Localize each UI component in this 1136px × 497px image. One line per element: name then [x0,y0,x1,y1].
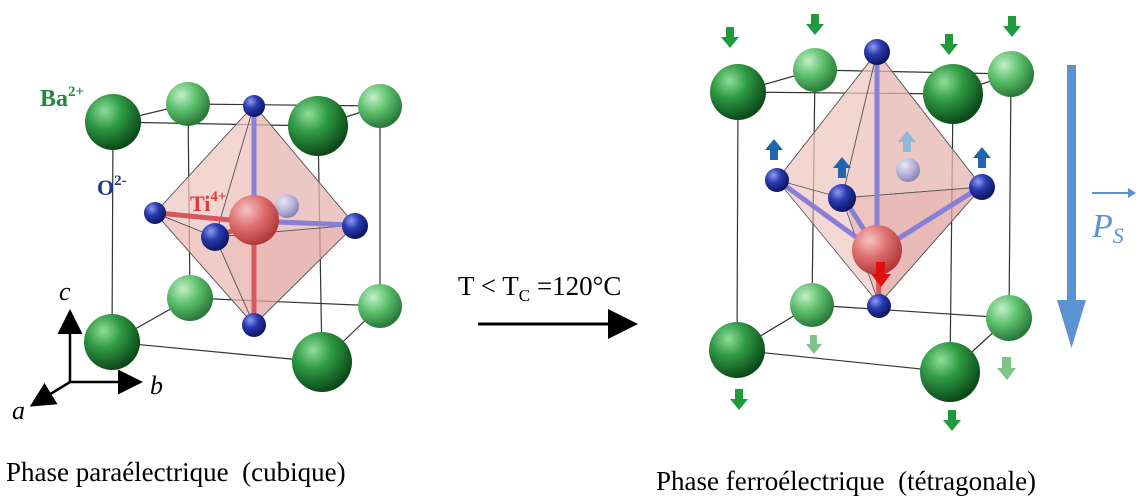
ba-displacement-arrows [721,14,1021,431]
barium-ion-front [84,314,140,370]
barium-ion-back [986,295,1032,341]
down-arrow-icon [1003,16,1021,37]
phase-transition: T < TC =120°C [458,271,638,339]
transition-condition: T < TC =120°C [458,271,621,305]
barium-ion-front [709,322,765,378]
up-arrow-icon [765,139,783,160]
oxygen-ion-bottom [242,313,266,337]
o-ion-label: O2- [97,173,127,200]
up-arrow-icon [833,157,851,178]
cubic-cell: Ba2+ O2- Ti4+ c b a Phase paraélectrique… [6,82,402,487]
titanium-ion [229,195,279,245]
barium-ion-front [920,342,980,402]
up-arrow-icon [973,147,991,168]
barium-ion-front [292,332,352,392]
titanium-ion [852,225,902,275]
oxygen-ion-bottom [867,294,891,318]
down-arrow-icon [871,262,891,287]
axis-a-label: a [12,396,25,425]
oxygen-ion-front [828,184,856,212]
down-arrow-icon [806,14,824,35]
polarization-arrow [1057,65,1086,348]
caption-paraelectric: Phase paraélectrique (cubique) [6,457,346,487]
barium-ion-back [167,275,213,321]
down-arrow-icon [997,357,1016,380]
barium-ion-back [358,84,402,128]
axis-triad [29,309,143,407]
ba-displacement-arrows-faded [806,335,1016,380]
oxygen-ion-top [243,95,265,117]
barium-ion-back [358,284,402,328]
ti-ion-label: Ti4+ [190,189,226,216]
oxygen-ion-top [864,39,890,65]
o-displacement-arrows [765,139,991,178]
up-arrow-icon [898,131,916,152]
oxygen-ion-back [275,194,299,218]
ba-ion-label: Ba2+ [40,84,84,112]
barium-ion-back [790,283,834,327]
barium-ion-back [166,82,210,126]
barium-ion-front [710,64,766,120]
barium-ion-back [793,48,837,92]
oxygen-ion-left [765,168,789,192]
down-arrow-icon [730,389,748,410]
caption-ferroelectric: Phase ferroélectrique (tétragonale) [656,466,1036,496]
oxygen-ion-back [896,158,920,182]
polarization-label: PS [1091,188,1136,248]
barium-ion-front [85,94,141,150]
barium-ion-back [988,51,1034,97]
axis-b-label: b [150,371,163,400]
oxygen-ion-front [201,223,229,251]
oxygen-ion-right [969,174,995,200]
barium-ion-front [288,96,348,156]
down-arrow-icon [721,27,739,48]
down-arrow-icon [943,410,961,431]
svg-text:PS: PS [1091,208,1124,248]
down-arrow-icon [806,335,822,354]
oxygen-ion-left [144,202,166,224]
axis-c-label: c [59,277,71,306]
ti-o6-octahedron [154,103,357,327]
oxygen-ion-right [342,213,368,239]
barium-ion-front [923,64,983,124]
tetragonal-cell: PS Phase ferroélectrique (tétragonale) [656,14,1136,496]
down-arrow-icon [940,34,958,55]
